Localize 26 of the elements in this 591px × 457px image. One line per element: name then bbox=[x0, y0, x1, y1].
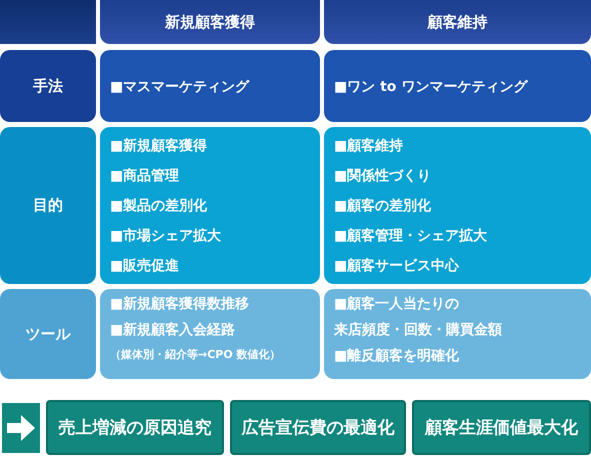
list-item: ■離反顧客を明確化 bbox=[334, 347, 460, 365]
list-item: ■顧客一人当たりの bbox=[334, 295, 460, 313]
column-header: 新規顧客獲得 bbox=[100, 0, 320, 44]
result-label: 顧客生涯価値最大化 bbox=[412, 400, 591, 455]
row-header: 目的 bbox=[0, 127, 96, 284]
row-header: ツール bbox=[0, 289, 96, 379]
result-label: 広告宣伝費の最適化 bbox=[230, 400, 406, 455]
list-item: ■新規顧客獲得 bbox=[110, 137, 208, 155]
list-item: ■新規顧客獲得数推移 bbox=[110, 295, 250, 313]
list-item: ■顧客サービス中心 bbox=[334, 257, 460, 275]
list-item: ■商品管理 bbox=[110, 167, 180, 185]
note-text: （媒体別・紹介等→CPO 数値化） bbox=[110, 347, 281, 362]
list-item: ■顧客の差別化 bbox=[334, 197, 432, 215]
list-item: ■販売促進 bbox=[110, 257, 180, 275]
column-header: 顧客維持 bbox=[324, 0, 591, 44]
list-item: ■市場シェア拡大 bbox=[110, 227, 222, 245]
list-item: ■マスマーケティング bbox=[110, 78, 250, 96]
list-item: ■関係性づくり bbox=[334, 167, 432, 185]
list-item: ■顧客維持 bbox=[334, 137, 404, 155]
list-item: 来店頻度・回数・購買金額 bbox=[334, 321, 502, 339]
list-item: ■製品の差別化 bbox=[110, 197, 208, 215]
list-item: ■顧客管理・シェア拡大 bbox=[334, 227, 488, 245]
row-header: 手法 bbox=[0, 50, 96, 122]
list-item: ■新規顧客入会経路 bbox=[110, 321, 236, 339]
list-item: ■ワン to ワンマーケティング bbox=[334, 78, 528, 96]
result-label: 売上増減の原因追究 bbox=[46, 400, 224, 455]
